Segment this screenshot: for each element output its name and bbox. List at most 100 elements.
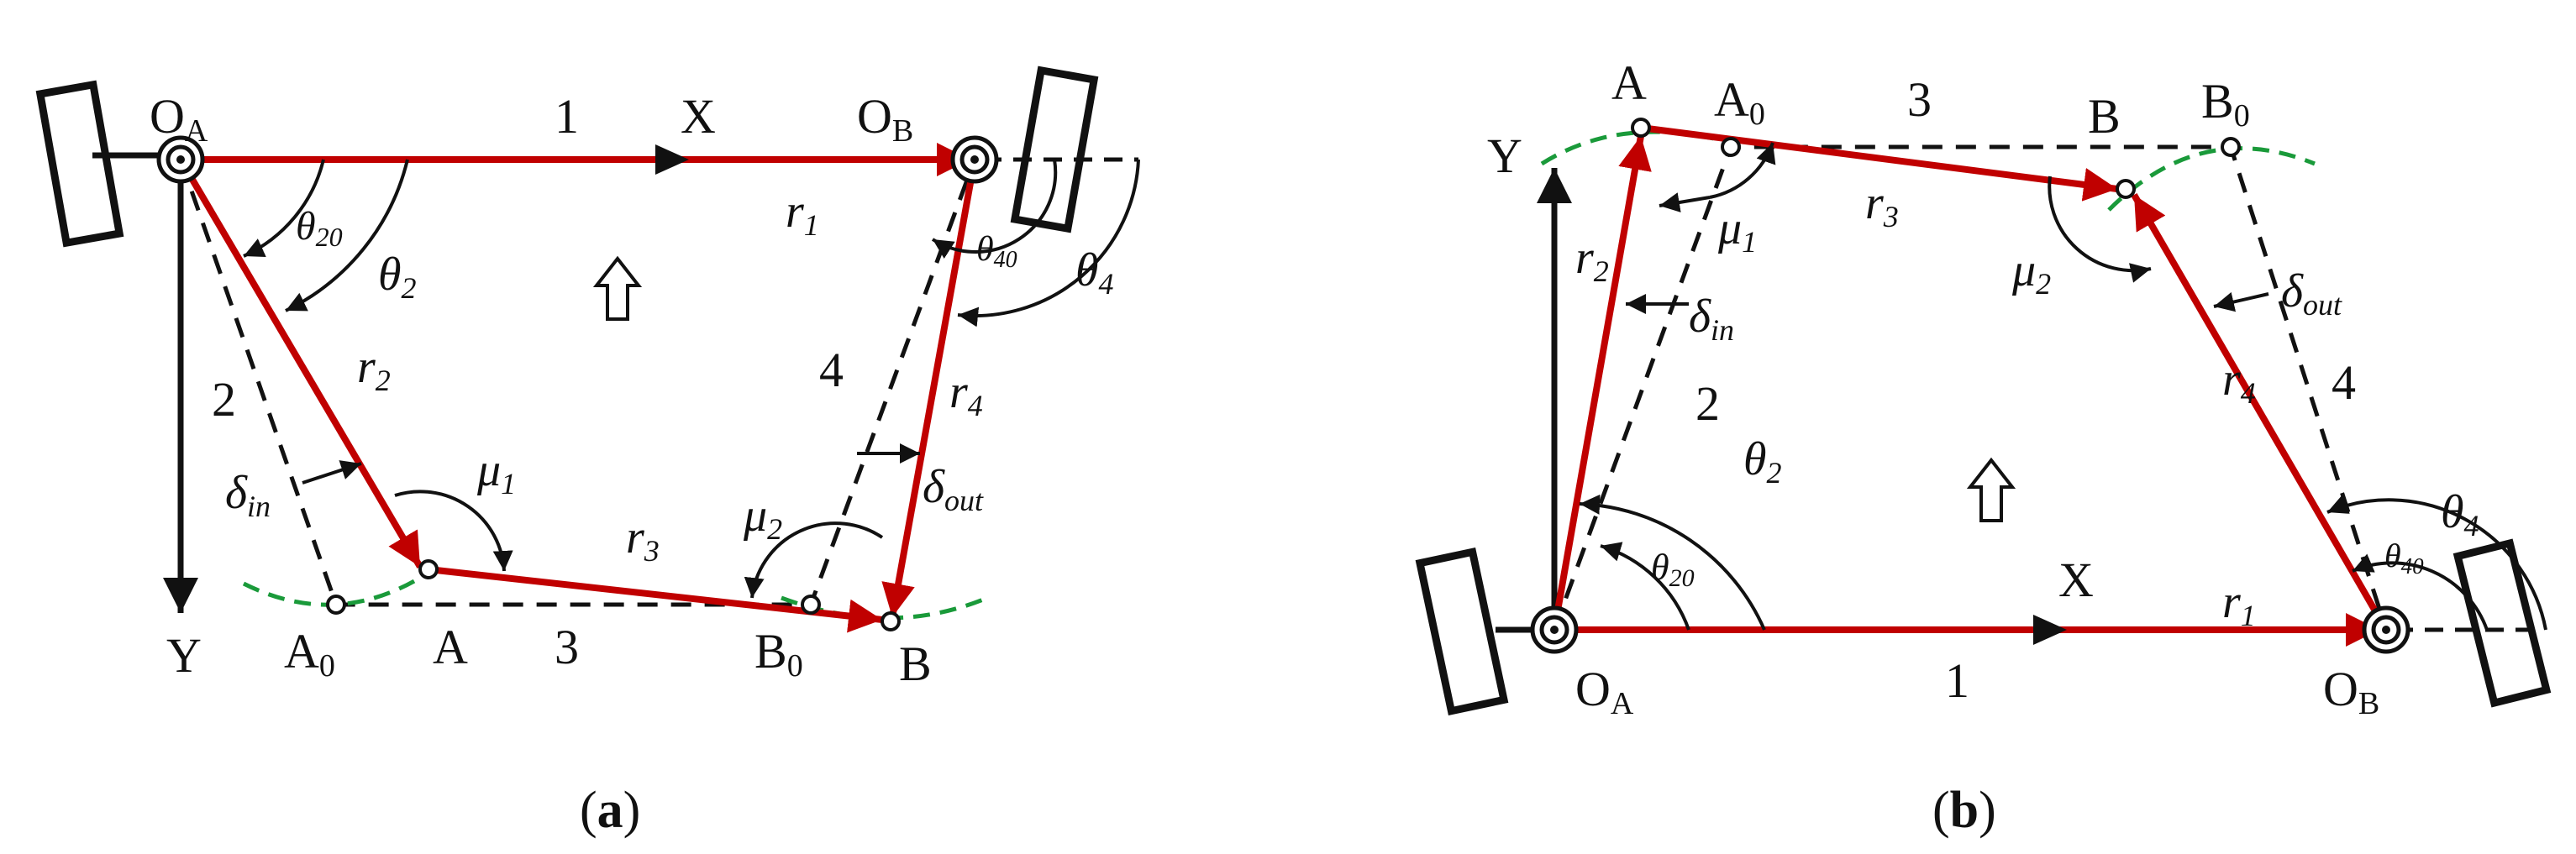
svg-text:(a): (a) [580, 782, 640, 839]
label-theta20: θ [1651, 547, 1669, 588]
label-OA: O [150, 89, 185, 144]
label-B: B [899, 637, 932, 691]
arc-theta2 [1579, 494, 1766, 631]
label-link1: 1 [555, 89, 579, 144]
label-r1: r [2222, 576, 2241, 628]
svg-text:r1: r1 [786, 186, 819, 242]
svg-text:δout: δout [923, 461, 984, 517]
label-delta-in: δ [1689, 291, 1711, 343]
label-link2: 2 [212, 372, 236, 427]
label-delta-in: δ [225, 467, 248, 519]
label-r2: r [357, 341, 376, 393]
arc-theta4 [957, 159, 1140, 327]
label-mu1-sub: 1 [501, 467, 516, 500]
label-r2: r [1575, 232, 1594, 284]
vector-r4 [2131, 192, 2389, 632]
label-A: A [433, 620, 468, 674]
label-mu2-sub: 2 [2036, 267, 2051, 301]
label-r4: r [2222, 354, 2241, 406]
label-B0-sub: 0 [2234, 98, 2250, 134]
label-delta-out-sub: out [944, 484, 984, 517]
panel-b: A A0 3 B B0 Y 2 4 X 1 OA OB r2 r3 r4 r1 … [1415, 55, 2552, 839]
label-r4-sub: 4 [2241, 376, 2256, 410]
arc-mu1 [394, 490, 513, 572]
vector-r3 [1640, 124, 2118, 202]
label-theta20-sub: 20 [316, 222, 343, 252]
r1-midarrow-icon [2033, 615, 2067, 645]
label-theta2-sub: 2 [402, 271, 417, 305]
caption-b-close: ) [1979, 782, 1996, 839]
arc-theta40 [2352, 553, 2489, 631]
label-theta4: θ [1075, 244, 1099, 296]
svg-text:OA: OA [150, 89, 208, 149]
label-mu1: μ [476, 444, 501, 496]
label-r4-sub: 4 [968, 389, 983, 422]
label-mu2: μ [743, 490, 767, 542]
label-delta-in-sub: in [247, 490, 271, 523]
pivot-OB [950, 135, 999, 184]
svg-text:OB: OB [857, 89, 913, 149]
forward-arrow-icon [592, 255, 643, 321]
right-wheel-icon [1010, 65, 1099, 233]
delta-in-marker [302, 460, 362, 485]
arc-theta20 [1600, 542, 1690, 631]
label-B0: B [754, 624, 787, 678]
svg-text:OB: OB [2323, 662, 2379, 721]
joint-B0 [2221, 137, 2241, 157]
label-mu1-sub: 1 [1742, 225, 1757, 259]
joint-A0 [326, 595, 346, 615]
caption-b-open: ( [1932, 782, 1950, 839]
arc-theta4 [2326, 495, 2547, 631]
initial-linkage-dashed [1552, 144, 2389, 631]
vector-r2 [1551, 135, 1652, 631]
label-A: A [1611, 55, 1647, 110]
caption-b-letter: b [1950, 782, 1979, 839]
label-OB: O [2323, 662, 2358, 716]
svg-text:r3: r3 [626, 511, 660, 568]
label-link4: 4 [819, 343, 844, 397]
label-OA-sub: A [185, 113, 208, 149]
svg-text:θ2: θ2 [1743, 433, 1782, 490]
label-r1: r [786, 186, 804, 238]
label-r3: r [1865, 177, 1884, 229]
svg-text:B0: B0 [754, 624, 803, 684]
label-theta20: θ [296, 204, 316, 249]
svg-text:r4: r4 [949, 366, 983, 422]
vector-r2 [177, 157, 423, 569]
pivot-OA [156, 135, 205, 184]
label-OB-sub: B [892, 113, 913, 149]
pivot-OA [1530, 605, 1579, 654]
svg-text:μ1: μ1 [1717, 202, 1757, 259]
label-Y: Y [1487, 128, 1522, 183]
label-B0-sub: 0 [787, 648, 803, 684]
label-theta40-sub: 40 [2401, 553, 2425, 579]
svg-text:θ40: θ40 [976, 230, 1017, 273]
caption-a-open: ( [580, 782, 597, 839]
r1-midarrow-icon [655, 144, 689, 175]
forward-arrow-icon [1966, 457, 2016, 522]
label-X: X [681, 89, 716, 144]
label-theta40: θ [2384, 537, 2401, 574]
label-link2: 2 [1695, 376, 1720, 431]
svg-text:δin: δin [1689, 291, 1734, 347]
label-r1-sub: 1 [2241, 599, 2256, 632]
joint-A [418, 559, 439, 579]
arc-mu2 [744, 521, 884, 599]
label-r1-sub: 1 [804, 208, 819, 242]
svg-text:θ2: θ2 [378, 249, 417, 305]
joint-B [881, 611, 901, 631]
label-theta4-sub: 4 [2464, 509, 2479, 542]
label-link3: 3 [555, 620, 579, 674]
label-theta40: θ [976, 230, 994, 269]
arc-mu1 [1709, 142, 1776, 199]
arc-mu2 [2048, 176, 2152, 283]
panel-a: OA OB 1 X Y 2 3 4 A0 A B0 B r1 r2 r3 r4 … [35, 65, 1140, 839]
joint-A [1631, 118, 1651, 138]
label-theta2: θ [1743, 433, 1767, 485]
label-r3-sub: 3 [1883, 200, 1899, 233]
svg-text:δin: δin [225, 467, 271, 523]
label-B0: B [2201, 74, 2234, 128]
svg-text:μ1: μ1 [476, 444, 516, 500]
label-link4: 4 [2332, 355, 2356, 410]
